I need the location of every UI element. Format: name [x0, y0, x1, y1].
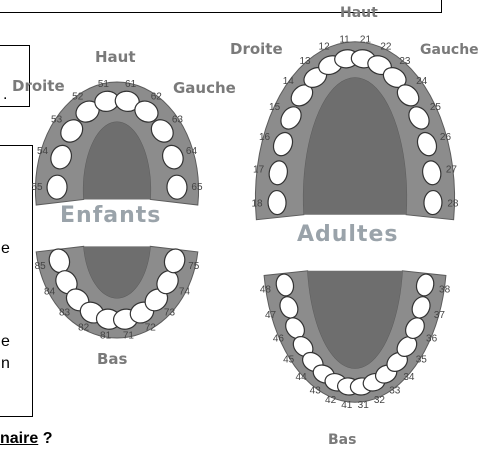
tooth-number: 72 — [145, 323, 157, 334]
tooth-number: 23 — [399, 56, 411, 67]
tooth-number: 15 — [269, 102, 281, 113]
tooth-number: 42 — [325, 395, 337, 406]
tooth-number: 46 — [273, 334, 285, 345]
tooth-number: 26 — [440, 132, 452, 143]
tooth-number: 82 — [78, 323, 90, 334]
tooth-number: 83 — [59, 307, 71, 318]
tooth-number: 22 — [380, 42, 392, 53]
tooth-number: 47 — [265, 310, 277, 321]
tooth-number: 51 — [98, 79, 110, 90]
tooth-number: 64 — [186, 146, 198, 157]
tooth-number: 14 — [283, 76, 295, 87]
tooth-number: 55 — [31, 182, 43, 193]
child-upper-tooth — [167, 175, 188, 200]
tooth-number: 34 — [403, 372, 415, 383]
tooth-number: 16 — [259, 132, 271, 143]
tooth-number: 45 — [283, 354, 295, 365]
tooth-number: 28 — [447, 199, 459, 210]
tooth-number: 11 — [339, 34, 350, 45]
tooth-number: 85 — [35, 261, 47, 272]
tooth-number: 36 — [426, 334, 438, 345]
tooth-number: 17 — [253, 165, 265, 176]
tooth-number: 41 — [341, 400, 353, 411]
tooth-number: 13 — [300, 56, 312, 67]
tooth-number: 81 — [100, 330, 112, 341]
tooth-crown — [47, 175, 68, 200]
tooth-number: 31 — [358, 400, 370, 411]
tooth-number: 21 — [360, 34, 372, 45]
tooth-number: 33 — [389, 386, 401, 397]
tooth-number: 71 — [123, 330, 135, 341]
tooth-number: 25 — [430, 102, 442, 113]
tooth-number: 62 — [151, 91, 163, 102]
tooth-crown — [167, 175, 188, 200]
tooth-number: 32 — [374, 395, 386, 406]
tooth-crown — [268, 190, 287, 215]
tooth-number: 38 — [439, 285, 451, 296]
tooth-number: 18 — [251, 199, 263, 210]
adult-upper-tooth — [424, 190, 443, 215]
child-upper-tooth — [47, 175, 68, 200]
tooth-number: 43 — [310, 386, 322, 397]
adult-upper-tooth — [268, 190, 287, 215]
tooth-number: 24 — [416, 76, 428, 87]
tooth-number: 63 — [172, 115, 184, 126]
tooth-number: 61 — [125, 79, 137, 90]
tooth-number: 35 — [416, 354, 428, 365]
tooth-number: 73 — [164, 307, 176, 318]
tooth-number: 75 — [188, 261, 200, 272]
tooth-number: 74 — [179, 286, 191, 297]
tooth-number: 53 — [51, 115, 63, 126]
tooth-number: 65 — [191, 182, 203, 193]
tooth-number: 48 — [260, 285, 272, 296]
tooth-number: 44 — [296, 372, 308, 383]
tooth-number: 52 — [72, 91, 84, 102]
tooth-crown — [424, 190, 443, 215]
tooth-number: 27 — [446, 165, 458, 176]
tooth-number: 12 — [319, 42, 331, 53]
tooth-number: 54 — [37, 146, 49, 157]
tooth-number: 37 — [434, 310, 446, 321]
tooth-number: 84 — [44, 286, 56, 297]
